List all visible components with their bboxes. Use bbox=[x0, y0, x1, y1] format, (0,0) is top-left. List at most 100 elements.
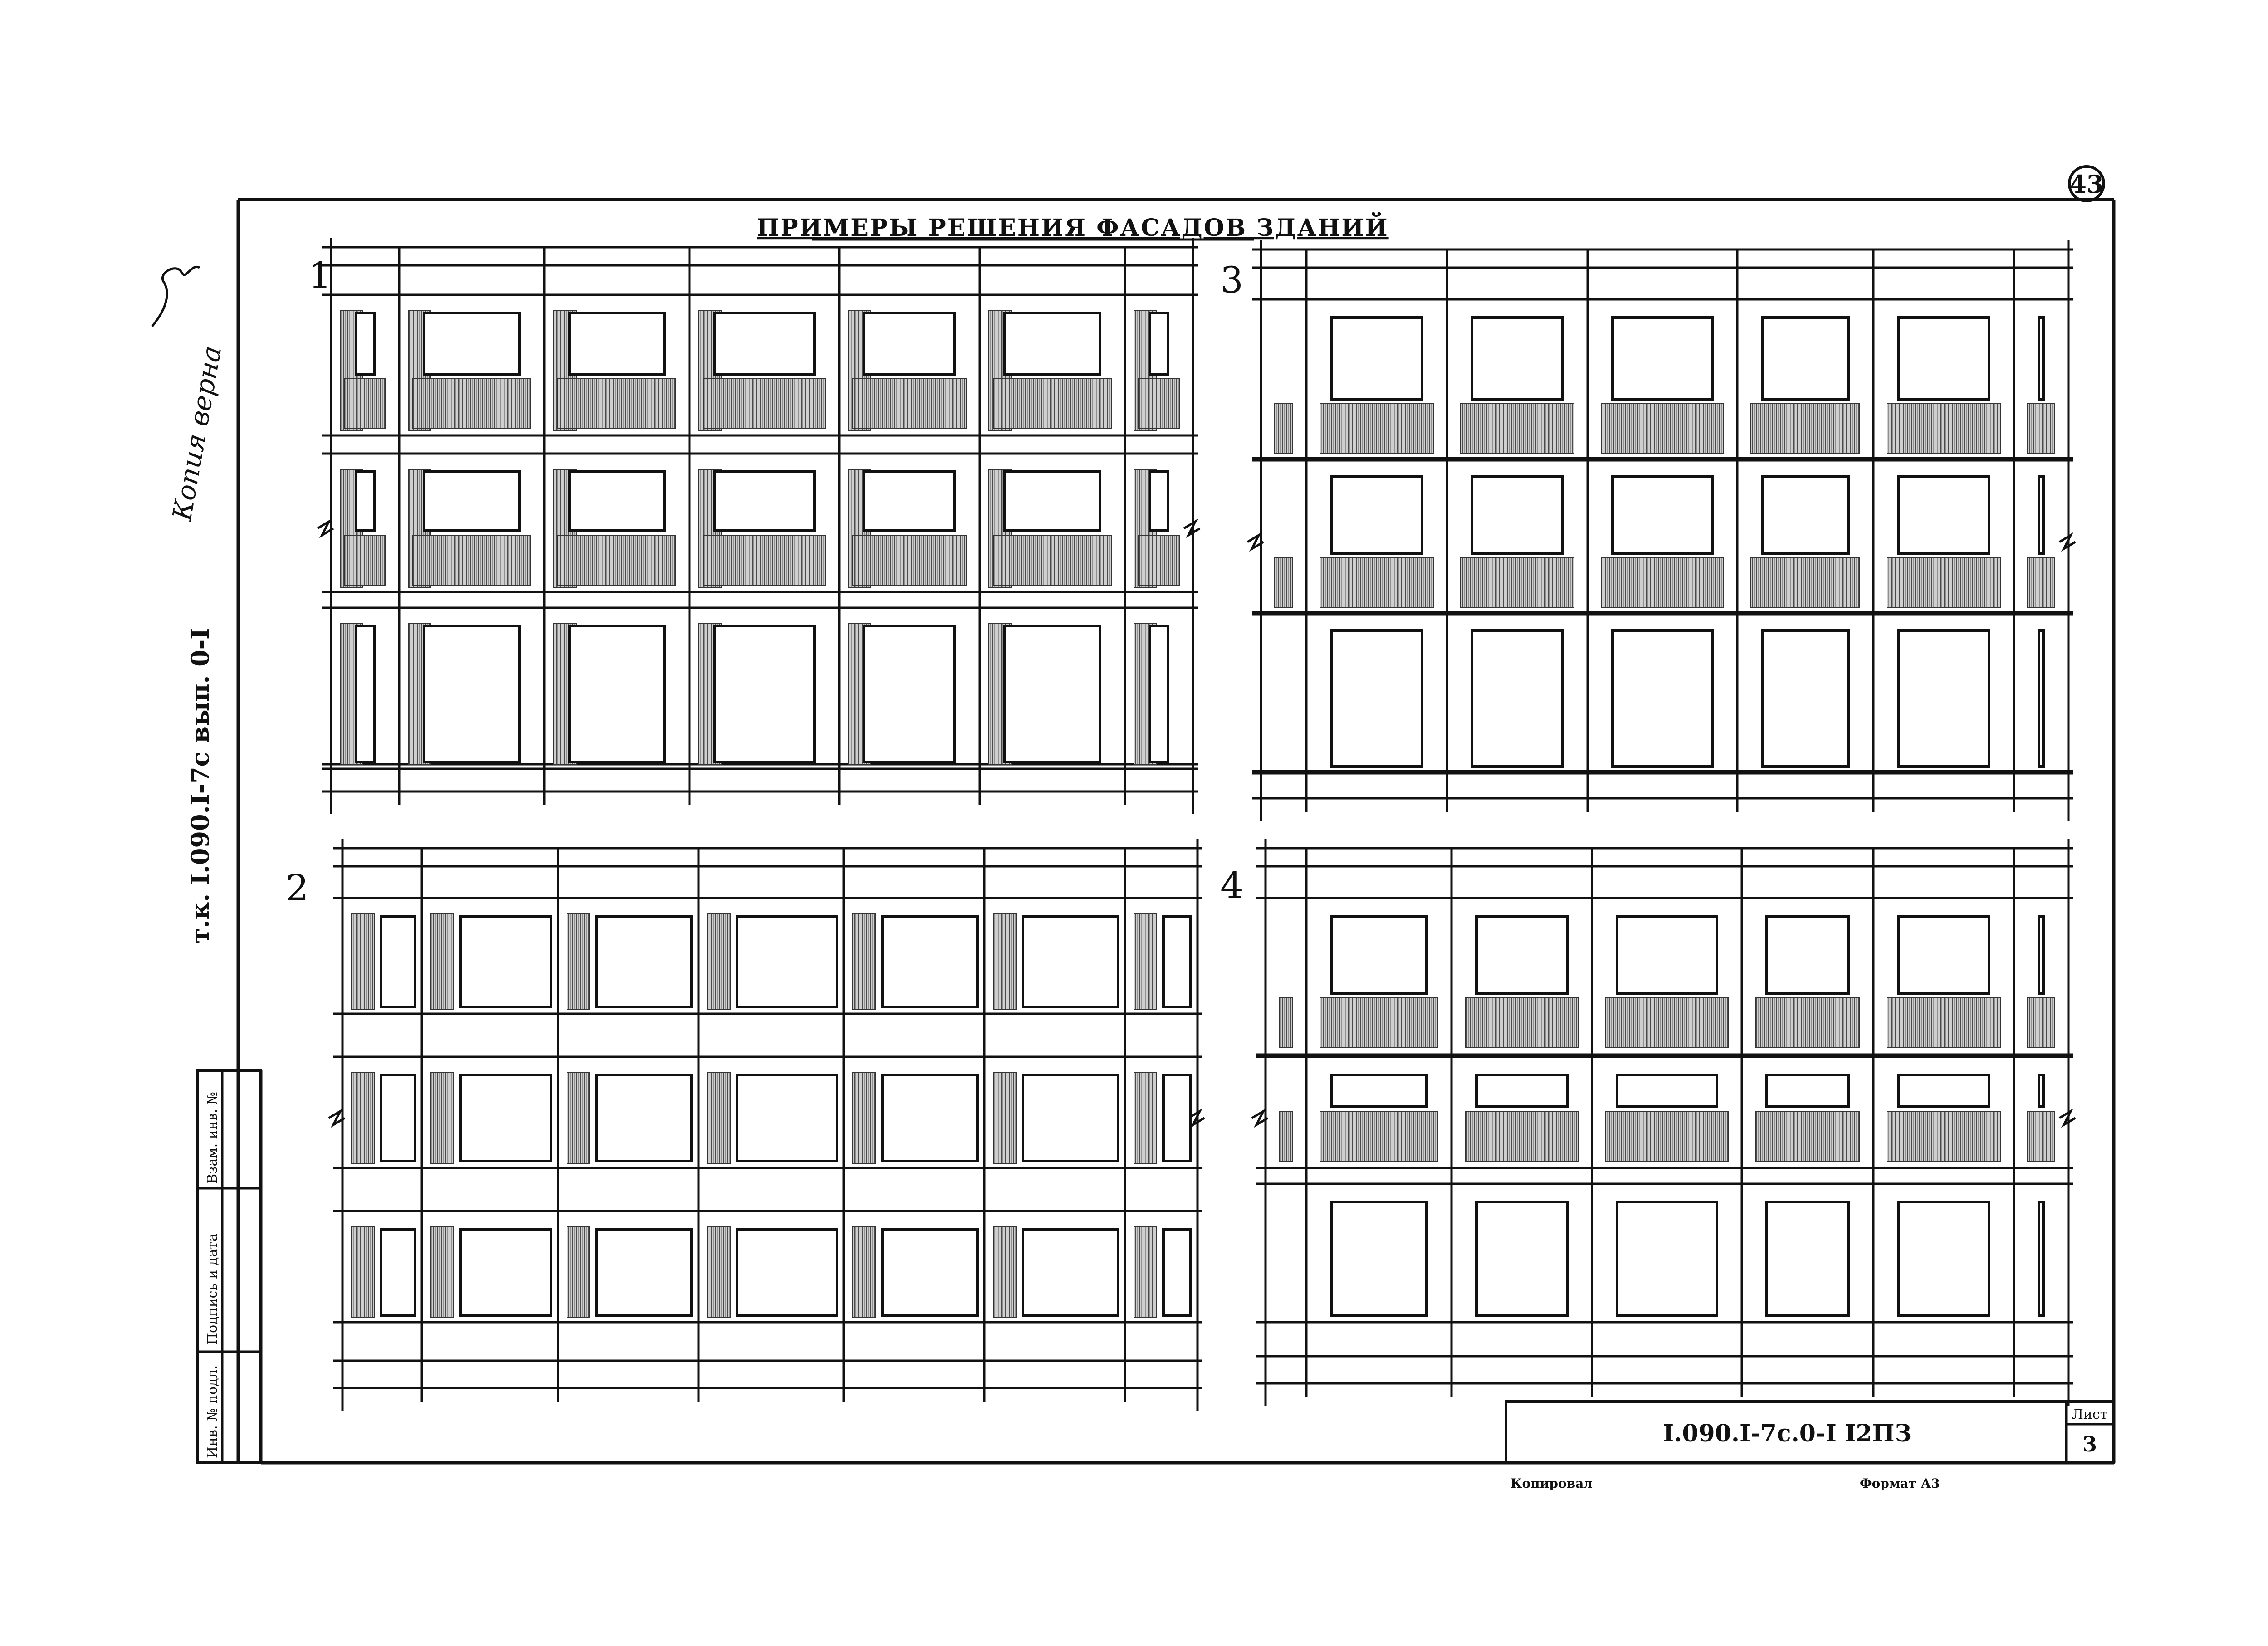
window bbox=[1330, 1074, 1428, 1108]
hatched-pier bbox=[430, 913, 454, 1010]
hatched-spandrel bbox=[557, 378, 676, 429]
window bbox=[1330, 316, 1423, 401]
stamp-column-label: Подпись и дата bbox=[205, 1233, 220, 1345]
window bbox=[1003, 625, 1101, 763]
hatched-spandrel bbox=[1320, 1111, 1438, 1162]
window bbox=[1616, 1074, 1718, 1108]
hatched-pier bbox=[993, 1226, 1017, 1318]
window bbox=[736, 1074, 838, 1162]
break-mark bbox=[2058, 532, 2076, 552]
hatched-pier bbox=[351, 913, 375, 1010]
break-mark bbox=[1188, 1108, 1205, 1128]
hatched-spandrel bbox=[993, 378, 1112, 429]
hatched-spandrel bbox=[1750, 557, 1860, 608]
hatched-spandrel bbox=[557, 535, 676, 586]
hatched-spandrel bbox=[703, 535, 826, 586]
window bbox=[881, 915, 979, 1008]
hatched-pier bbox=[567, 913, 590, 1010]
window bbox=[2038, 629, 2045, 768]
window bbox=[1162, 1074, 1192, 1162]
break-mark bbox=[1183, 518, 1201, 538]
hatched-pier bbox=[1134, 1226, 1157, 1318]
hatched-spandrel bbox=[2027, 1111, 2055, 1162]
window bbox=[736, 1228, 838, 1317]
window bbox=[1003, 470, 1101, 532]
window bbox=[459, 1074, 552, 1162]
window bbox=[423, 312, 521, 376]
window bbox=[459, 915, 552, 1008]
window bbox=[1616, 1201, 1718, 1317]
window bbox=[1022, 1228, 1119, 1317]
window bbox=[380, 1228, 416, 1317]
window bbox=[1022, 1074, 1119, 1162]
window bbox=[1611, 316, 1714, 401]
window bbox=[1761, 475, 1850, 555]
window bbox=[1162, 915, 1192, 1008]
break-mark bbox=[1246, 532, 1264, 552]
hatched-spandrel bbox=[1887, 557, 2001, 608]
window bbox=[1330, 629, 1423, 768]
window bbox=[1761, 629, 1850, 768]
hatched-spandrel bbox=[1887, 997, 2001, 1048]
hatched-spandrel bbox=[1605, 997, 1729, 1048]
window bbox=[459, 1228, 552, 1317]
handwritten-signature bbox=[151, 265, 200, 327]
hatched-spandrel bbox=[2027, 997, 2055, 1048]
window bbox=[1471, 475, 1564, 555]
window bbox=[568, 470, 666, 532]
window bbox=[355, 625, 376, 763]
hatched-pier bbox=[707, 1226, 731, 1318]
hatched-pier bbox=[852, 1072, 876, 1164]
hatched-pier bbox=[852, 913, 876, 1010]
window bbox=[355, 312, 376, 376]
window bbox=[355, 470, 376, 532]
hatched-spandrel bbox=[2027, 403, 2055, 454]
hatched-spandrel bbox=[344, 535, 386, 586]
window bbox=[1475, 915, 1569, 995]
window bbox=[1475, 1074, 1569, 1108]
window bbox=[863, 470, 956, 532]
window bbox=[1765, 915, 1850, 995]
window bbox=[2038, 915, 2045, 995]
window bbox=[595, 915, 693, 1008]
facade-number: 4 bbox=[1220, 865, 1243, 907]
stamp-columns: Инв. № подл. Подпись и дата Взам. инв. № bbox=[196, 1069, 262, 1464]
drawing-title: ПРИМЕРЫ РЕШЕНИЯ ФАСАДОВ ЗДАНИЙ bbox=[757, 212, 1388, 242]
hatched-spandrel bbox=[1138, 378, 1180, 429]
window bbox=[863, 312, 956, 376]
stamp-column-label: Взам. инв. № bbox=[205, 1092, 220, 1184]
window bbox=[1149, 470, 1169, 532]
hatched-spandrel bbox=[1755, 997, 1860, 1048]
window bbox=[1616, 915, 1718, 995]
window bbox=[1611, 475, 1714, 555]
window bbox=[1162, 1228, 1192, 1317]
window bbox=[1022, 915, 1119, 1008]
hatched-spandrel bbox=[1460, 557, 1574, 608]
break-mark bbox=[317, 518, 334, 538]
footer-format: Формат А3 bbox=[1860, 1476, 1940, 1491]
window bbox=[1471, 316, 1564, 401]
window bbox=[1897, 1074, 1990, 1108]
hatched-pier bbox=[993, 913, 1017, 1010]
window bbox=[1149, 625, 1169, 763]
page-number: 43 bbox=[2069, 170, 2103, 199]
hatched-spandrel bbox=[1465, 1111, 1579, 1162]
series-code: т.к. I.090.I-7с вып. 0-I bbox=[186, 628, 215, 943]
hatched-spandrel bbox=[852, 535, 967, 586]
hatched-pier bbox=[707, 913, 731, 1010]
hatched-pier bbox=[430, 1226, 454, 1318]
window bbox=[1765, 1074, 1850, 1108]
facade-1 bbox=[317, 238, 1201, 814]
hatched-pier bbox=[567, 1226, 590, 1318]
window bbox=[1897, 915, 1990, 995]
window bbox=[1475, 1201, 1569, 1317]
facade-4 bbox=[1251, 839, 2076, 1406]
sheet-number: 3 bbox=[2082, 1432, 2097, 1456]
hatched-spandrel bbox=[1601, 403, 1724, 454]
window bbox=[1330, 915, 1428, 995]
hatched-pier bbox=[430, 1072, 454, 1164]
window bbox=[2038, 1201, 2045, 1317]
facade-number: 1 bbox=[308, 254, 332, 297]
window bbox=[881, 1074, 979, 1162]
window bbox=[568, 312, 666, 376]
